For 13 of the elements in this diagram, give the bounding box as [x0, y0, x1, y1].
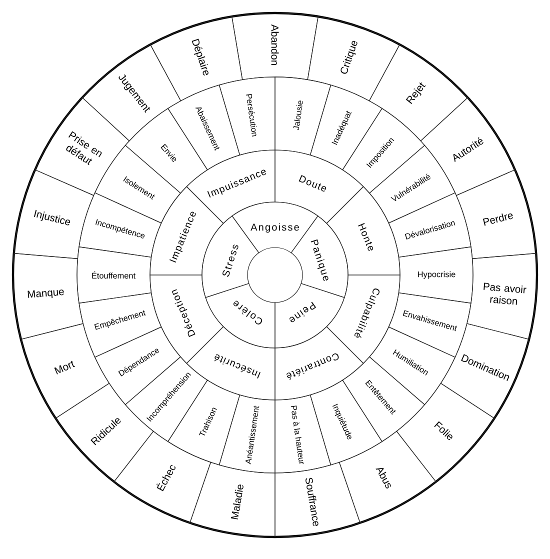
- ring-segment: Critique: [307, 16, 400, 102]
- ring-segment: Déplaire: [150, 16, 243, 102]
- ring-segment: Pas à la hauteur: [274, 394, 332, 474]
- ring-segment: Étouffement: [76, 246, 152, 304]
- ring-segment: Jalousie: [274, 76, 332, 156]
- ring-segment: Perdre: [456, 169, 536, 259]
- ring-segment: Hypocrisie: [398, 246, 474, 304]
- ring-segment: Persécution: [218, 76, 276, 156]
- ring-segment: Pas avoir raison: [466, 253, 538, 340]
- ring-segment: Injustice: [14, 169, 94, 259]
- ring-segment: Manque: [12, 253, 84, 340]
- ring-segment: Doute: [274, 150, 364, 224]
- ring-segment: Abandon: [232, 12, 318, 80]
